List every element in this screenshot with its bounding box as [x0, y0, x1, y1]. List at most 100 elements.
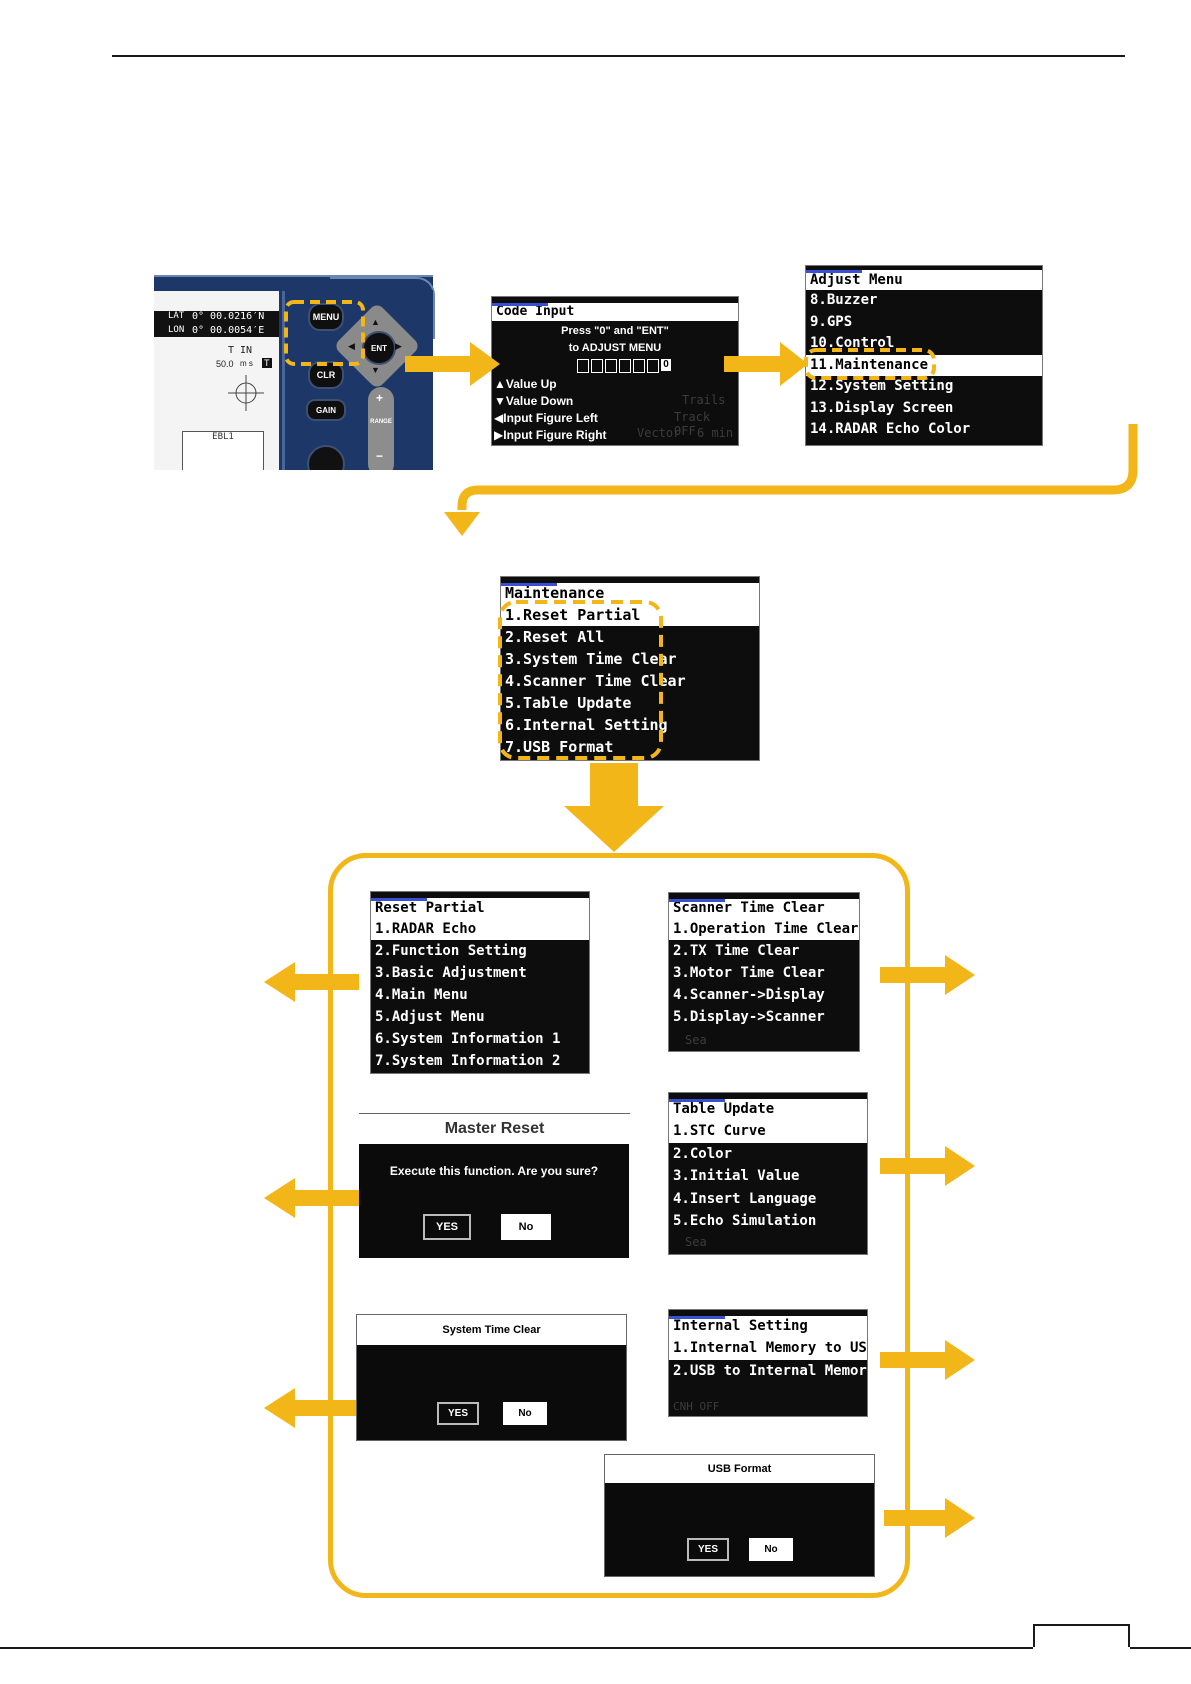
menu-item[interactable]: 3.Basic Adjustment [375, 965, 527, 981]
ent-button[interactable]: ENT [362, 331, 396, 365]
arrow-down-icon [564, 763, 664, 852]
gain-knob[interactable] [307, 445, 345, 470]
scanner-time-clear-title: Scanner Time Clear [669, 899, 859, 918]
return-arrow-path [457, 424, 1138, 510]
menu-item[interactable]: 1.Internal Memory to USB [669, 1337, 867, 1360]
arrow-right-icon [884, 1498, 975, 1538]
menu-item[interactable]: 4.Insert Language [673, 1190, 817, 1207]
hint-value-up: ▲Value Up [494, 377, 557, 391]
triangle-down-icon: ▼ [494, 394, 506, 408]
menu-item[interactable]: 6.System Information 1 [375, 1031, 561, 1047]
menu-item[interactable]: 6.Internal Setting [505, 716, 668, 734]
mode-text: T IN [228, 345, 253, 356]
menu-item[interactable]: 12.System Setting [810, 378, 954, 394]
menu-item[interactable]: 3.Motor Time Clear [673, 965, 825, 981]
ghost-track: Track OFF [674, 410, 711, 438]
reset-partial-title: Reset Partial [371, 898, 589, 918]
arrow-right-icon [880, 955, 975, 995]
arrow-down-icon [444, 512, 480, 536]
compass-symbol [228, 375, 264, 411]
gain-button[interactable]: GAIN [306, 399, 346, 421]
code-input-digit: 0 [661, 359, 671, 371]
ghost-trails: Trails [682, 393, 726, 407]
maintenance-items-highlight [498, 600, 663, 760]
left-arrow-icon: ◀ [348, 341, 355, 351]
menu-item[interactable]: 2.USB to Internal Memory [673, 1363, 868, 1379]
internal-setting-screen: Internal Setting 1.Internal Memory to US… [668, 1309, 868, 1417]
reset-partial-list: 1.RADAR Echo 2.Function Setting 3.Basic Ad… [371, 918, 589, 1072]
radar-device-panel: LAT LON 0° 00.0216′N 0° 00.0054′E T IN 5… [154, 275, 433, 470]
usb-format-dialog: USB Format YES No [604, 1454, 875, 1577]
menu-item[interactable]: 11.Maintenance [806, 354, 1042, 376]
menu-item[interactable]: 8.Buzzer [810, 292, 878, 308]
lon-label: LON [168, 325, 185, 335]
system-time-clear-no-button[interactable]: No [503, 1402, 547, 1425]
menu-item[interactable]: 5.Adjust Menu [375, 1009, 485, 1025]
hint-figure-left: ◀Input Figure Left [494, 411, 598, 425]
menu-item[interactable]: 2.Color [673, 1145, 733, 1162]
menu-item[interactable]: 4.Main Menu [375, 987, 468, 1003]
menu-item[interactable]: 4.Scanner Time Clear [505, 672, 686, 690]
menu-item[interactable]: 4.Scanner->Display [673, 987, 825, 1003]
menu-item[interactable]: 7.USB Format [505, 738, 614, 756]
ebl-label: EBL1 [212, 432, 234, 442]
arrow-left-icon [264, 1178, 359, 1218]
menu-item[interactable]: 9.GPS [810, 313, 853, 330]
ghost-min: 6 min [697, 426, 734, 440]
lon-value: 0° 00.0054′E [192, 325, 265, 336]
menu-item[interactable]: 1.RADAR Echo [371, 918, 589, 940]
scanner-time-clear-list: 1.Operation Time Clear 2.TX Time Clear 3.M… [669, 918, 859, 1028]
down-arrow-icon: ▼ [371, 365, 380, 375]
code-input-digits[interactable]: 0 [577, 359, 671, 373]
ghost-sea: Sea [685, 1033, 707, 1047]
arrow-right-icon [880, 1340, 975, 1380]
menu-item[interactable]: 1.STC Curve [669, 1120, 867, 1143]
usb-format-yes-button[interactable]: YES [687, 1538, 729, 1561]
up-arrow-icon: ▲ [371, 317, 380, 327]
menu-item[interactable]: 2.Function Setting [375, 943, 527, 959]
device-display: LAT LON 0° 00.0216′N 0° 00.0054′E T IN 5… [154, 291, 279, 470]
range-minus: − [376, 449, 384, 463]
menu-item[interactable]: 14.RADAR Echo Color [810, 421, 971, 437]
maintenance-list: 1.Reset Partial 2.Reset All 3.System Time … [501, 604, 759, 758]
maintenance-item-highlight [804, 348, 936, 380]
menu-item[interactable]: 3.Initial Value [673, 1168, 800, 1184]
menu-item[interactable]: 1.Reset Partial [501, 604, 759, 626]
menu-item[interactable]: 2.Reset All [505, 628, 605, 646]
menu-item[interactable]: 5.Display->Scanner [673, 1009, 825, 1025]
submenu-container [328, 853, 910, 1598]
hint-figure-right: ▶Input Figure Right [494, 428, 607, 442]
menu-item[interactable]: 1.Operation Time Clear [669, 918, 859, 940]
master-reset-question: Execute this function. Are you sure? [389, 1164, 599, 1178]
system-time-clear-yes-button[interactable]: YES [437, 1402, 479, 1425]
menu-item[interactable]: 5.Table Update [505, 694, 632, 712]
arrow-right-icon [724, 342, 808, 386]
range-value: 50.0 [216, 359, 234, 369]
right-arrow-icon: ▶ [395, 341, 402, 351]
range-rocker[interactable]: + RANGE − [368, 387, 394, 470]
arrow-left-icon [264, 962, 359, 1002]
menu-item[interactable]: 3.System Time Clear [505, 650, 677, 668]
menu-item[interactable]: 10.Control [810, 335, 895, 351]
menu-item[interactable]: 7.System Information 2 [375, 1053, 561, 1069]
menu-item[interactable]: 5.Echo Simulation [673, 1213, 817, 1229]
arrow-right-icon [880, 1146, 975, 1186]
code-input-line1: Press "0" and "ENT" [561, 325, 669, 337]
arrow-left-icon [264, 1388, 356, 1428]
menu-button-highlight [284, 300, 365, 366]
footer-rule-right [1130, 1647, 1191, 1649]
menu-item[interactable]: 2.TX Time Clear [673, 943, 800, 959]
master-reset-no-button[interactable]: No [501, 1214, 551, 1240]
adjust-menu-list: 8.Buzzer 9.GPS 10.Control 11.Maintenance 12.… [806, 290, 1042, 441]
range-label: RANGE [370, 419, 392, 425]
system-time-clear-title: System Time Clear [357, 1315, 626, 1345]
system-time-clear-dialog: System Time Clear YES No [356, 1314, 627, 1441]
master-reset-yes-button[interactable]: YES [423, 1214, 471, 1240]
true-box: T [262, 358, 272, 368]
menu-item[interactable]: 13.Display Screen [810, 399, 954, 416]
usb-format-no-button[interactable]: No [749, 1538, 793, 1561]
ghost-vector: Vector [637, 426, 681, 440]
